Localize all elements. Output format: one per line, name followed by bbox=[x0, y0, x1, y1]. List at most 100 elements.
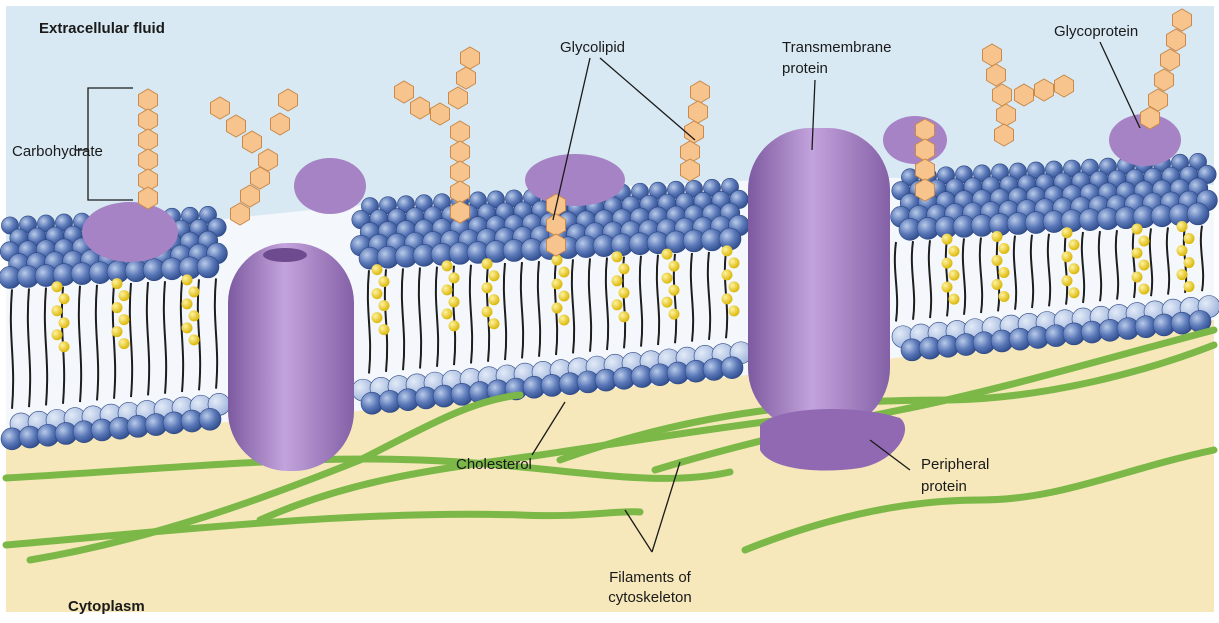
cholesterol-label: Cholesterol bbox=[456, 455, 532, 474]
peripheral-protein-label-line1: Peripheral bbox=[921, 455, 989, 474]
filaments-label-line2: cytoskeleton bbox=[588, 588, 712, 607]
sugar-hexagon bbox=[681, 159, 700, 181]
cholesterol-bead bbox=[949, 246, 960, 257]
cholesterol-bead bbox=[59, 317, 70, 328]
sugar-hexagon bbox=[139, 109, 158, 131]
cholesterol-bead bbox=[559, 315, 570, 326]
sugar-hexagon bbox=[139, 129, 158, 151]
surface-protein-2 bbox=[294, 158, 366, 214]
cholesterol-bead bbox=[379, 300, 390, 311]
phospholipid-head bbox=[721, 357, 743, 379]
sugar-hexagon bbox=[279, 89, 298, 111]
cholesterol-bead bbox=[1139, 283, 1150, 294]
cholesterol-bead bbox=[1132, 271, 1143, 282]
cholesterol-bead bbox=[949, 270, 960, 281]
transmembrane-label-line2: protein bbox=[782, 59, 828, 78]
cholesterol-bead bbox=[722, 245, 733, 256]
sugar-hexagon bbox=[241, 185, 260, 207]
sugar-hexagon bbox=[1035, 79, 1054, 101]
cholesterol-bead bbox=[662, 297, 673, 308]
sugar-hexagon bbox=[1015, 84, 1034, 106]
cholesterol-bead bbox=[1184, 257, 1195, 268]
cholesterol-bead bbox=[662, 273, 673, 284]
cholesterol-bead bbox=[992, 255, 1003, 266]
sugar-hexagon bbox=[987, 64, 1006, 86]
cholesterol-bead bbox=[482, 306, 493, 317]
cholesterol-bead bbox=[182, 322, 193, 333]
surface-protein-4 bbox=[883, 116, 947, 164]
sugar-hexagon bbox=[997, 104, 1016, 126]
cholesterol-bead bbox=[449, 272, 460, 283]
sugar-hexagon bbox=[451, 181, 470, 203]
cholesterol-bead bbox=[612, 299, 623, 310]
cholesterol-bead bbox=[722, 269, 733, 280]
sugar-hexagon bbox=[983, 44, 1002, 66]
cholesterol-bead bbox=[1069, 287, 1080, 298]
filaments-label-line1: Filaments of bbox=[588, 568, 712, 587]
cholesterol-bead bbox=[52, 281, 63, 292]
cholesterol-bead bbox=[112, 302, 123, 313]
channel-protein bbox=[228, 243, 354, 471]
cholesterol-bead bbox=[59, 341, 70, 352]
cholesterol-bead bbox=[942, 282, 953, 293]
cholesterol-bead bbox=[59, 293, 70, 304]
cholesterol-bead bbox=[662, 249, 673, 260]
cholesterol-bead bbox=[189, 310, 200, 321]
cholesterol-bead bbox=[942, 234, 953, 245]
sugar-hexagon bbox=[243, 131, 262, 153]
cholesterol-bead bbox=[552, 255, 563, 266]
cholesterol-bead bbox=[1132, 223, 1143, 234]
cholesterol-bead bbox=[489, 318, 500, 329]
sugar-hexagon bbox=[1161, 49, 1180, 71]
cholesterol-bead bbox=[442, 284, 453, 295]
cholesterol-bead bbox=[1132, 247, 1143, 258]
sugar-hexagon bbox=[1141, 107, 1160, 129]
sugar-hexagon bbox=[1055, 75, 1074, 97]
sugar-hexagon bbox=[231, 203, 250, 225]
sugar-hexagon bbox=[449, 87, 468, 109]
cholesterol-bead bbox=[1177, 221, 1188, 232]
sugar-hexagon bbox=[916, 119, 935, 141]
cholesterol-bead bbox=[992, 231, 1003, 242]
cholesterol-bead bbox=[619, 311, 630, 322]
cholesterol-bead bbox=[182, 274, 193, 285]
sugar-hexagon bbox=[995, 124, 1014, 146]
glycoprotein-body-left bbox=[82, 202, 178, 262]
phospholipid-head bbox=[1187, 203, 1209, 225]
cholesterol-bead bbox=[729, 257, 740, 268]
sugar-hexagon bbox=[916, 159, 935, 181]
cholesterol-bead bbox=[619, 263, 630, 274]
cholesterol-bead bbox=[372, 288, 383, 299]
sugar-hexagon bbox=[916, 179, 935, 201]
sugar-hexagon bbox=[1173, 9, 1192, 31]
cholesterol-bead bbox=[942, 258, 953, 269]
cholesterol-bead bbox=[449, 296, 460, 307]
cholesterol-bead bbox=[1184, 281, 1195, 292]
cholesterol-bead bbox=[119, 338, 130, 349]
cholesterol-bead bbox=[999, 267, 1010, 278]
cholesterol-bead bbox=[482, 258, 493, 269]
cholesterol-bead bbox=[52, 329, 63, 340]
cholesterol-bead bbox=[552, 303, 563, 314]
cholesterol-bead bbox=[1139, 259, 1150, 270]
cholesterol-bead bbox=[612, 275, 623, 286]
phospholipid-head bbox=[197, 256, 219, 278]
sugar-hexagon bbox=[451, 141, 470, 163]
cholesterol-bead bbox=[999, 291, 1010, 302]
sugar-hexagon bbox=[547, 234, 566, 256]
cholesterol-bead bbox=[722, 293, 733, 304]
sugar-hexagon bbox=[547, 214, 566, 236]
cholesterol-bead bbox=[1069, 263, 1080, 274]
sugar-hexagon bbox=[993, 84, 1012, 106]
cholesterol-bead bbox=[1139, 235, 1150, 246]
cholesterol-bead bbox=[949, 294, 960, 305]
cholesterol-bead bbox=[379, 324, 390, 335]
cholesterol-bead bbox=[489, 294, 500, 305]
cholesterol-bead bbox=[1184, 233, 1195, 244]
cholesterol-bead bbox=[372, 264, 383, 275]
cholesterol-bead bbox=[379, 276, 390, 287]
sugar-hexagon bbox=[271, 113, 290, 135]
cholesterol-bead bbox=[442, 308, 453, 319]
cholesterol-bead bbox=[1062, 227, 1073, 238]
